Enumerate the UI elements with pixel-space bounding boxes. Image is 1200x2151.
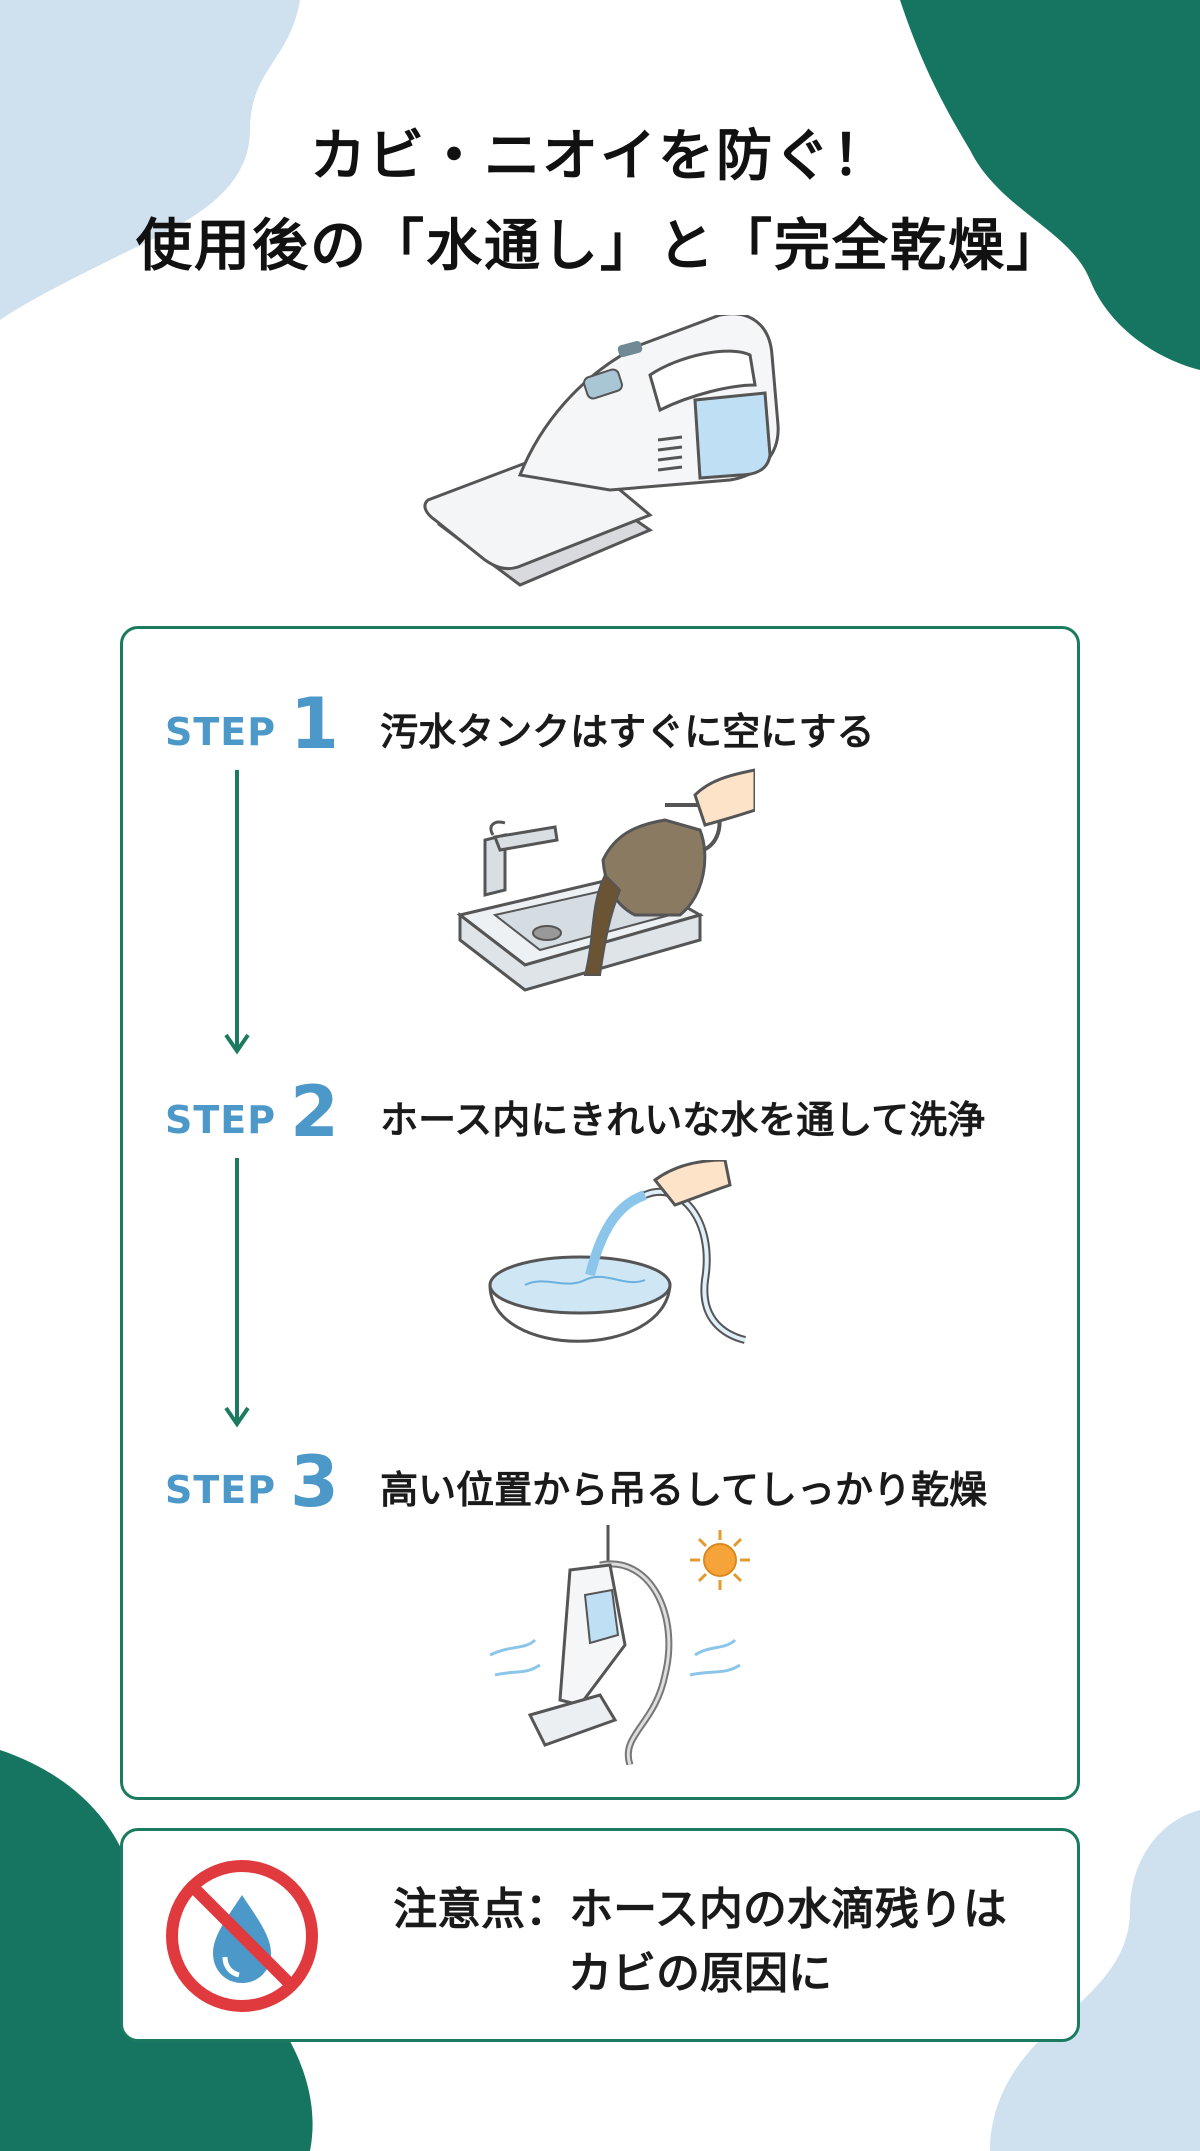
step-2-number: 2 [290, 1071, 339, 1153]
title-line-1: カビ・ニオイを防ぐ！ [310, 124, 890, 189]
notice-line-2: カビの原因に [568, 1948, 832, 1999]
blob-top-left [0, 0, 300, 320]
blob-bottom-right [990, 1810, 1200, 2151]
step-1: STEP 1 汚水タンクはすぐに空にする [165, 680, 875, 760]
no-water-drop-icon [166, 1860, 318, 2012]
step-1-number: 1 [290, 683, 339, 765]
arrow-down-1 [224, 770, 250, 1055]
hanging-vacuum-dry-icon [490, 1525, 750, 1765]
title-line-2: 使用後の「水通し」と「完全乾燥」 [136, 214, 1064, 279]
hose-in-basin-icon [488, 1160, 747, 1344]
arrow-down-2 [224, 1158, 250, 1428]
page-title: カビ・ニオイを防ぐ！ 使用後の「水通し」と「完全乾燥」 [0, 112, 1200, 292]
handheld-vacuum-icon [423, 315, 780, 587]
step-2-text: ホース内にきれいな水を通して洗浄 [380, 1098, 986, 1142]
step-1-text: 汚水タンクはすぐに空にする [380, 710, 875, 754]
step-3: STEP 3 高い位置から吊るしてしっかり乾燥 [165, 1438, 987, 1518]
step-1-label: STEP [165, 710, 277, 754]
blob-top-right [900, 0, 1200, 370]
pour-tank-into-sink-icon [456, 768, 755, 992]
step-2-label: STEP [165, 1098, 277, 1142]
step-3-text: 高い位置から吊るしてしっかり乾燥 [380, 1468, 987, 1512]
notice-line-1: 注意点：ホース内の水滴残りは [393, 1884, 1007, 1935]
step-3-label: STEP [165, 1468, 277, 1512]
step-3-number: 3 [290, 1441, 339, 1523]
step-2: STEP 2 ホース内にきれいな水を通して洗浄 [165, 1068, 985, 1148]
notice-text: 注意点：ホース内の水滴残りは カビの原因に [340, 1878, 1060, 2006]
